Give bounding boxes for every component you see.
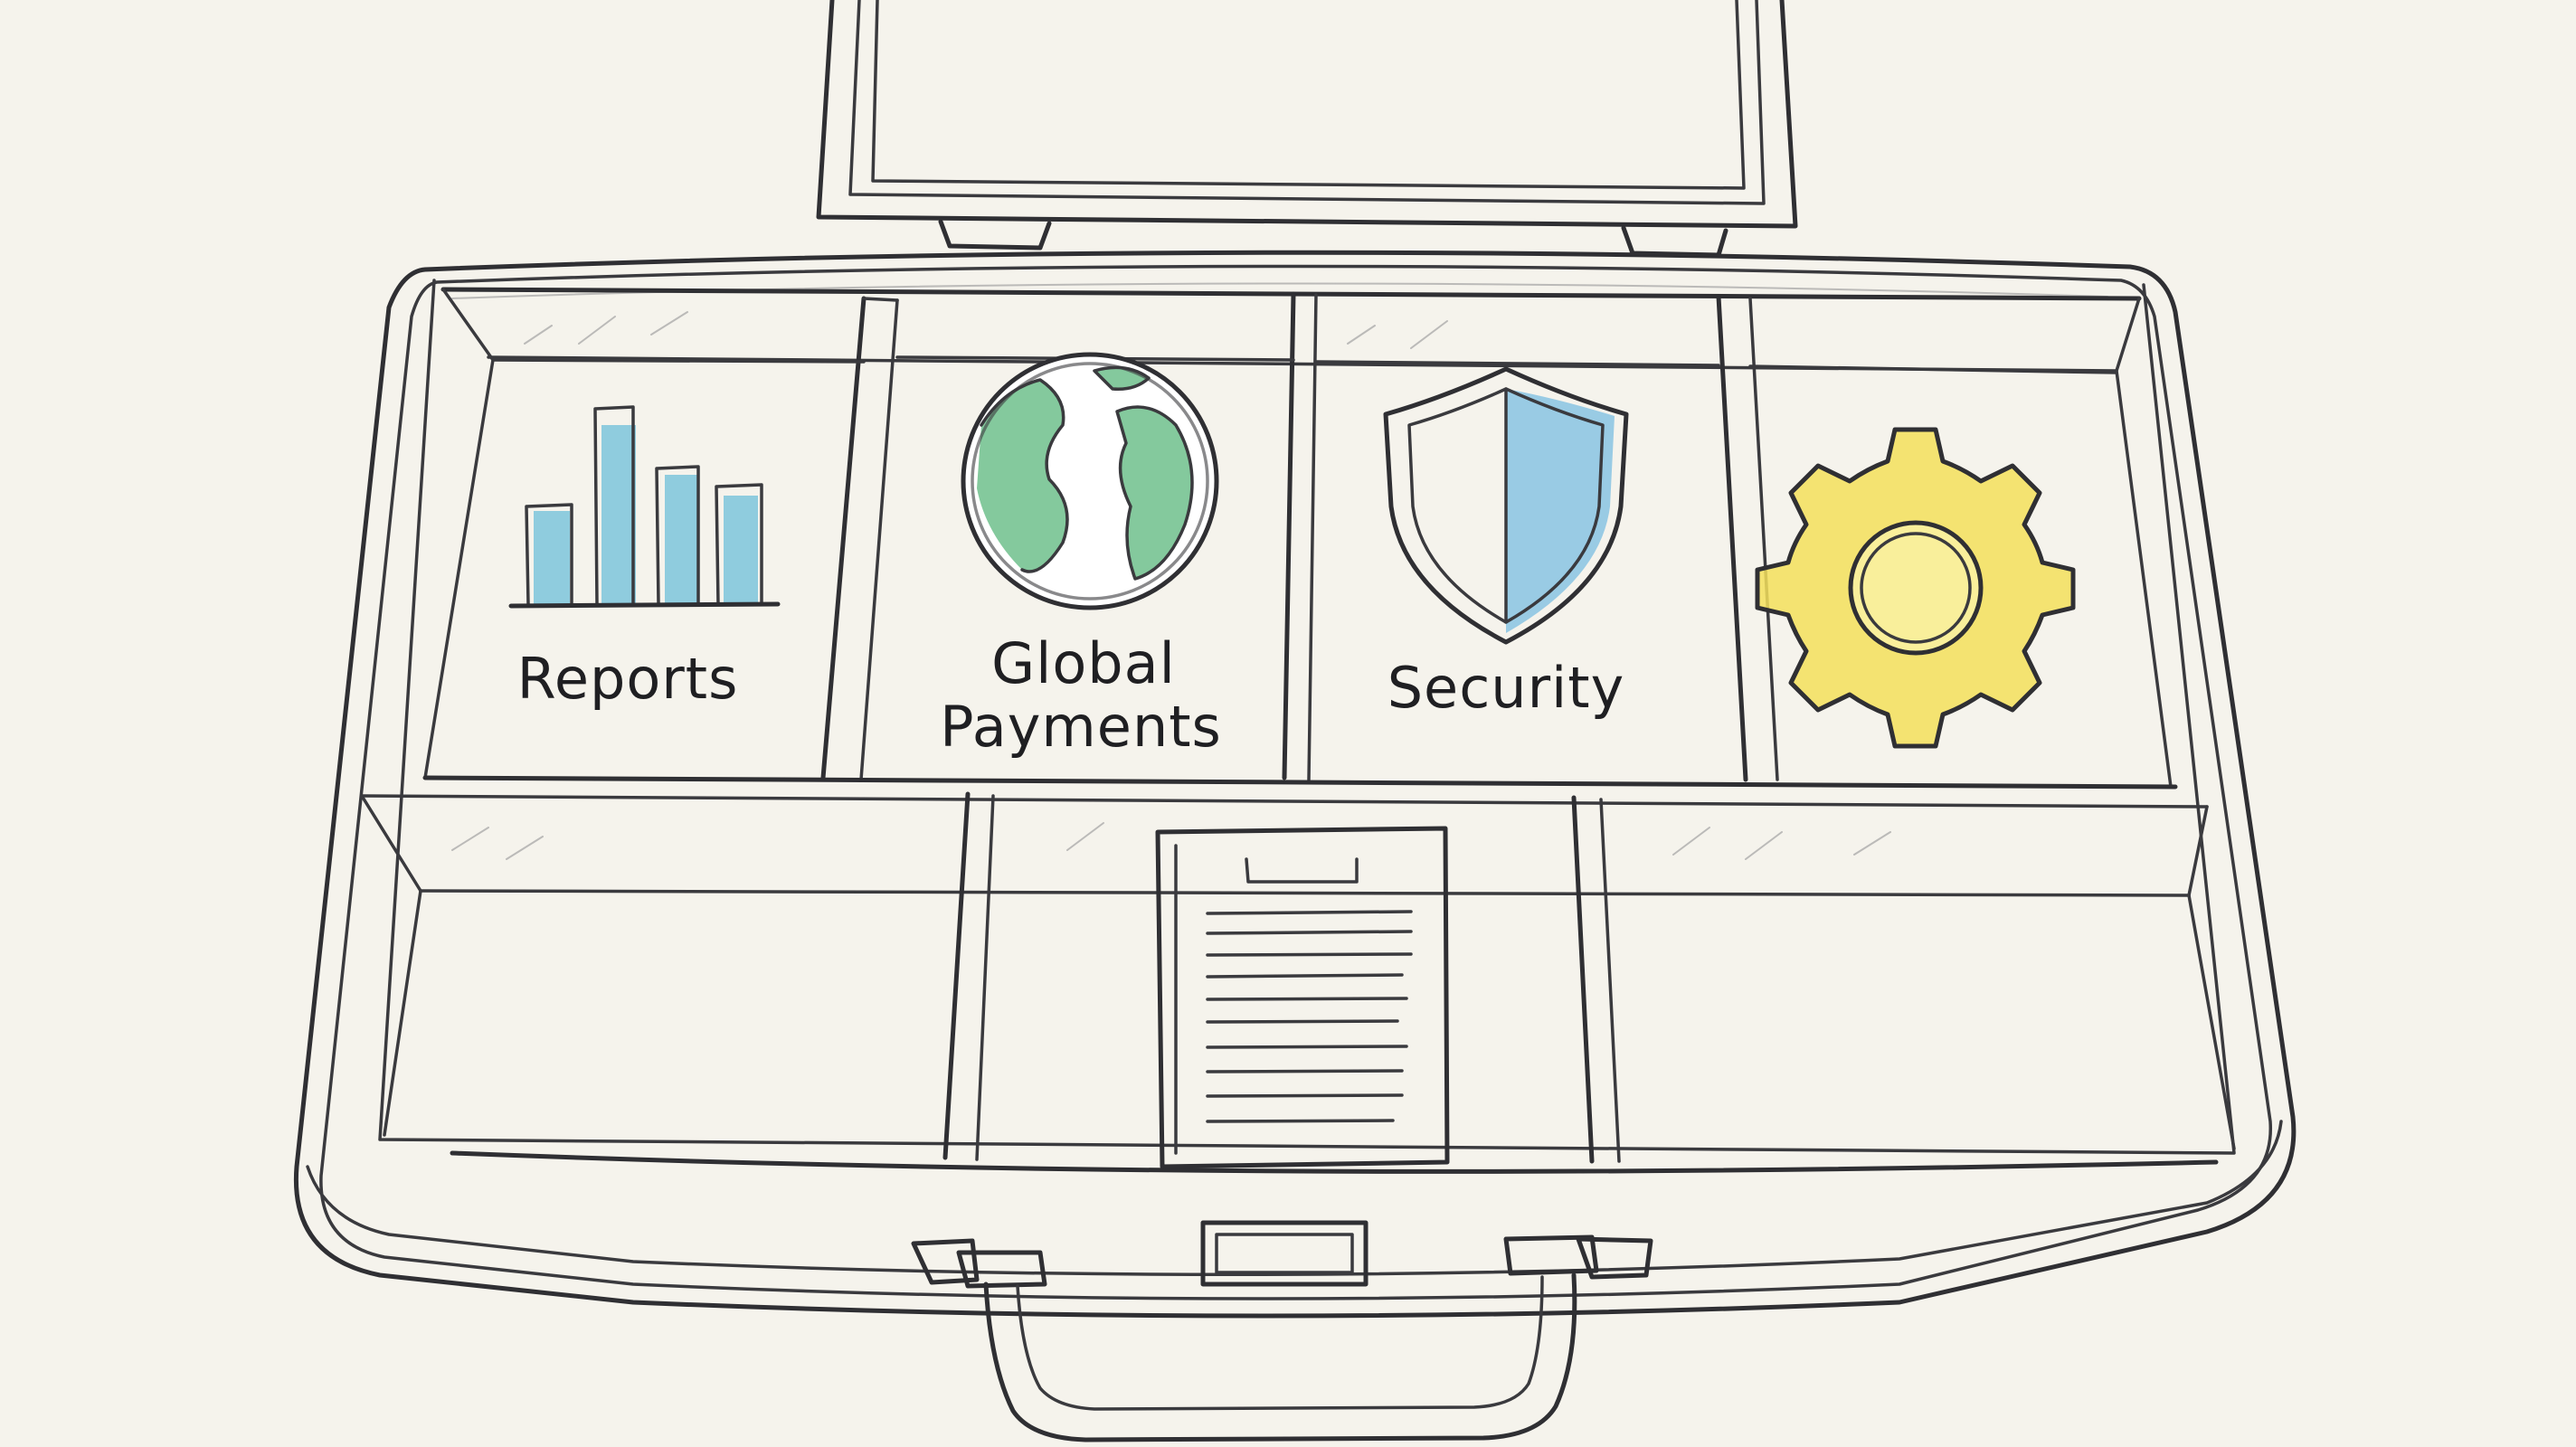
briefcase-lid: [816, 0, 1798, 258]
bar-chart-icon: [508, 405, 781, 609]
upper-compartments: [360, 287, 2209, 809]
global-label: Global: [991, 630, 1176, 696]
shield-icon: [1383, 366, 1629, 645]
globe-icon: [961, 352, 1219, 610]
lower-compartments: [360, 791, 2236, 1164]
reports-label: Reports: [517, 646, 739, 712]
clipboard-icon: [1155, 826, 1450, 1169]
security-label: Security: [1387, 655, 1625, 721]
briefcase-handle: [911, 1220, 1653, 1442]
payments-label: Payments: [940, 694, 1222, 760]
gear-icon: [1755, 427, 2076, 749]
